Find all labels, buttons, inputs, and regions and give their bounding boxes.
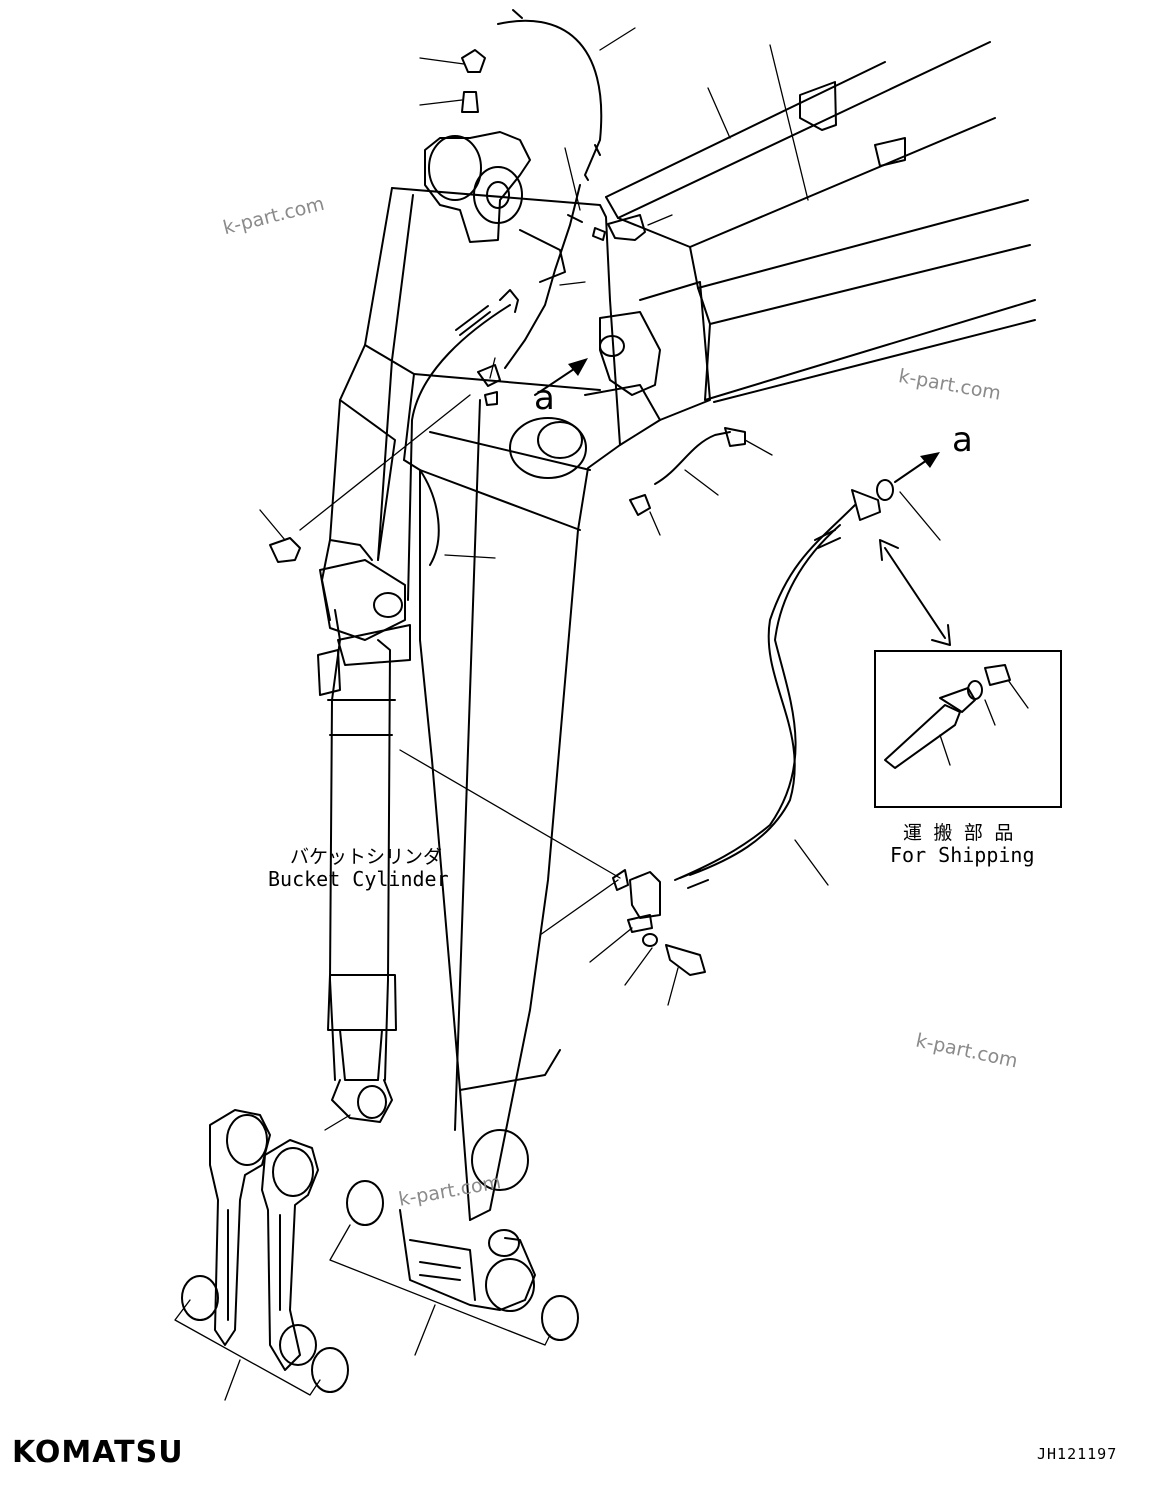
washer-lower xyxy=(642,933,658,947)
o-ring-center-bottom xyxy=(541,1295,579,1341)
arm-tip xyxy=(399,1129,536,1312)
arm xyxy=(321,187,621,1221)
bucket-cylinder xyxy=(317,559,411,1123)
o-ring-center-top xyxy=(346,1180,384,1226)
plug-top xyxy=(461,91,479,113)
double-arrow xyxy=(879,539,951,646)
komatsu-logo: KOMATSU xyxy=(12,1435,184,1470)
adapter xyxy=(629,494,651,516)
fittings xyxy=(269,9,894,976)
grease-nipple-left xyxy=(269,537,301,563)
plug-mid xyxy=(484,391,498,406)
view-ref-label: a xyxy=(534,378,555,418)
o-ring-left-bottom xyxy=(311,1347,349,1393)
bucket-cylinder-label-en: Bucket Cylinder xyxy=(268,867,449,891)
view-arrows xyxy=(534,358,940,483)
o-ring-callouts xyxy=(174,1114,579,1401)
bucket-cylinder-label-jp: バケットシリンダ xyxy=(290,846,443,868)
shipping-inset xyxy=(874,650,1062,808)
grease-lines xyxy=(299,289,621,879)
shipping-label-en: For Shipping xyxy=(890,843,1035,867)
plug-small xyxy=(612,869,629,891)
view-ref-label: a xyxy=(952,420,973,460)
hose-short xyxy=(654,431,731,485)
o-ring-hose xyxy=(876,479,894,501)
arm-pivot xyxy=(509,311,661,479)
bolt-lower xyxy=(665,944,706,976)
bucket-links xyxy=(209,1109,319,1371)
shipping-label-jp: 運 搬 部 品 xyxy=(903,822,1014,844)
boom xyxy=(605,41,1036,421)
clamp xyxy=(627,914,653,933)
elbow-fitting xyxy=(477,364,501,387)
elbow xyxy=(629,871,661,919)
main-hose xyxy=(674,489,881,889)
leader-lines xyxy=(259,27,941,1006)
grease-nipple-top xyxy=(461,49,486,73)
bolt-boom xyxy=(607,214,646,241)
washer xyxy=(592,227,606,241)
drawing-number: JH121197 xyxy=(1037,1445,1118,1463)
arm-top-bracket xyxy=(424,131,566,283)
o-ring-left-top xyxy=(181,1275,219,1321)
